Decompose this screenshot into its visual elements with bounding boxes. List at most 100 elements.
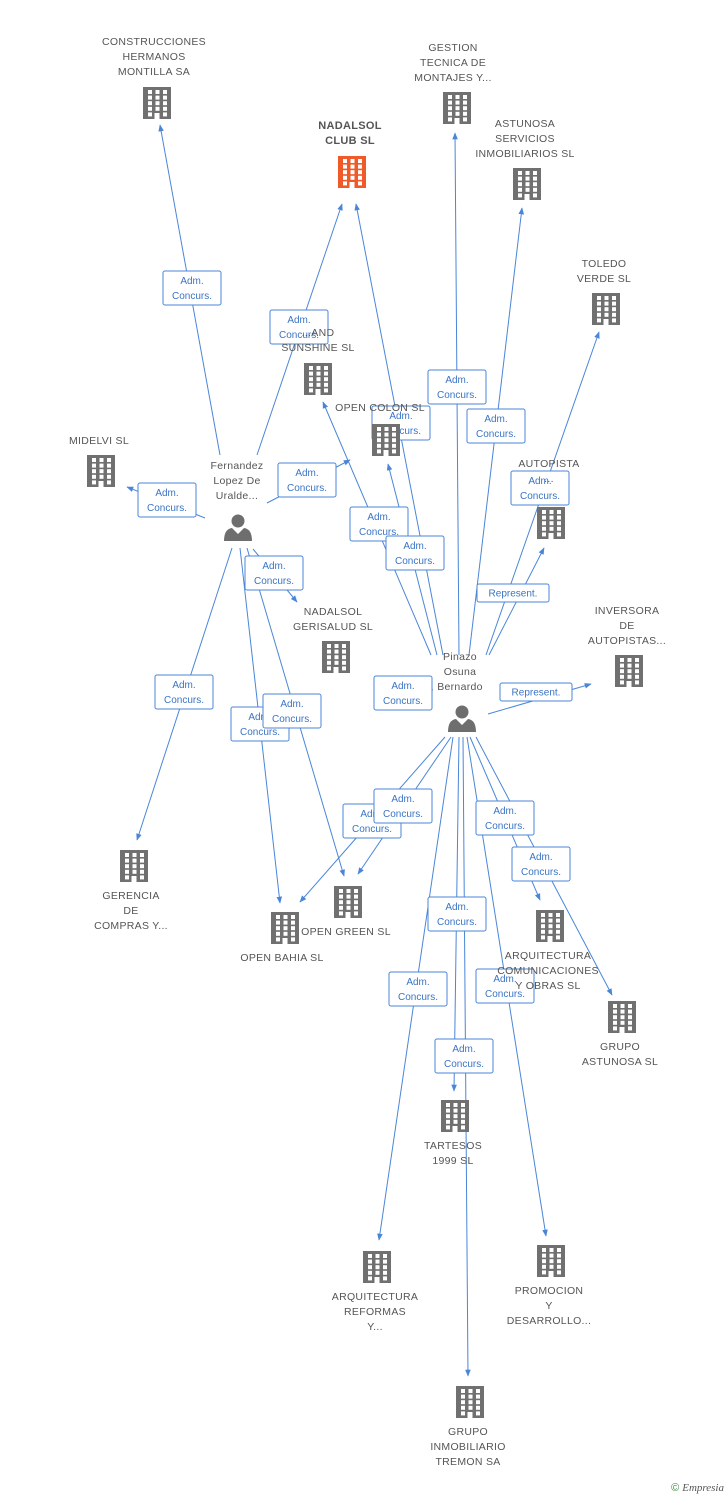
relation-text: Adm. [280, 699, 303, 710]
building-icon [271, 912, 299, 944]
relation-label-pinazo-astun[interactable]: Adm. Concurs. [466, 408, 526, 444]
relation-label-pinazo-green[interactable]: Adm.Concurs. [373, 788, 433, 824]
building-icon [363, 1251, 391, 1283]
relation-text: Concurs. [147, 503, 187, 514]
node-label: DE [123, 905, 138, 917]
relation-text: Concurs. [272, 714, 312, 725]
relation-label-fernandez-gerisalud[interactable]: Adm.Concurs. [244, 555, 304, 591]
node-sunshine[interactable]: ...AND SUNSHINE SL [281, 327, 354, 395]
footer-brand[interactable]: ©Empresia [671, 1482, 724, 1494]
relation-label-pinazo-toledo[interactable]: Adm.Concurs. [510, 470, 570, 506]
relation-label-pinazo-tremon[interactable]: Adm. Concurs. [434, 1038, 494, 1074]
relation-text: Adm. [493, 806, 516, 817]
node-label: Y... [367, 1321, 383, 1333]
relation-label-pinazo-grupoast[interactable]: Adm.Concurs. [511, 846, 571, 882]
node-label: GRUPO [448, 1426, 488, 1438]
relation-text: Adm. [445, 902, 468, 913]
node-promo[interactable]: PROMOCIONYDESARROLLO... [507, 1245, 591, 1327]
node-label: NADALSOL [304, 606, 362, 618]
relation-label-pinazo-gerisalud[interactable]: Adm.Concurs. [373, 675, 433, 711]
node-label: Fernandez [211, 460, 264, 472]
node-label: TARTESOS [424, 1140, 482, 1152]
node-label: INMOBILIARIO [430, 1441, 505, 1453]
node-midelvi[interactable]: MIDELVI SL [69, 435, 129, 487]
node-label: SUNSHINE SL [281, 342, 354, 354]
node-label: MIDELVI SL [69, 435, 129, 447]
building-icon [120, 850, 148, 882]
relation-text: Concurs. [254, 576, 294, 587]
relation-text: Concurs. [485, 821, 525, 832]
relation-label-pinazo-arqcom[interactable]: Adm. Concurs. [475, 800, 535, 836]
relation-box [262, 693, 322, 729]
node-label: REFORMAS [344, 1306, 406, 1318]
node-colon[interactable]: OPEN COLON SL [335, 402, 425, 456]
relation-text: Concurs. [240, 727, 280, 738]
relation-text: Adm. [484, 414, 507, 425]
relation-label-fernandez-midelvi[interactable]: Adm. Concurs. [137, 482, 197, 518]
relation-label-pinazo-promo[interactable]: Adm.Concurs. [475, 968, 535, 1004]
building-icon [372, 424, 400, 456]
node-label: Osuna [444, 666, 476, 678]
relation-label-fernandez-green[interactable]: Adm. Concurs. [262, 693, 322, 729]
building-icon [615, 655, 643, 687]
relation-label-pinazo-tartesos[interactable]: Adm.Concurs. [427, 896, 487, 932]
relation-text: Concurs. [381, 426, 421, 437]
node-label: INMOBILIARIOS SL [475, 148, 574, 160]
relation-label-fernandez-nadal[interactable]: Adm. Concurs. [269, 309, 329, 345]
node-bahia[interactable]: OPEN BAHIA SL [240, 912, 323, 964]
relation-text: Adm. [155, 488, 178, 499]
relation-text: Concurs. [476, 429, 516, 440]
relation-box [434, 1038, 494, 1074]
node-green[interactable]: OPEN GREEN SL [301, 886, 391, 938]
relation-label-pinazo-colon[interactable]: Adm.Concurs. [385, 535, 445, 571]
relation-label-fernandez-colon[interactable]: Adm.Concurs. [277, 462, 337, 498]
node-label: COMUNICACIONES [497, 965, 599, 977]
relation-text: Concurs. [172, 291, 212, 302]
relation-label-pinazo-sunshine[interactable]: Adm.Concurs. [349, 506, 409, 542]
relation-label-pinazo-autop[interactable]: Represent. [476, 583, 550, 603]
relation-text: Adm. [389, 411, 412, 422]
relation-box [388, 971, 448, 1007]
node-autop[interactable]: AUTOPISTA... [518, 458, 579, 539]
building-icon [456, 1386, 484, 1418]
relation-text: Concurs. [279, 330, 319, 341]
building-icon [304, 363, 332, 395]
relation-label-fernandez-cons[interactable]: Adm.Concurs. [162, 270, 222, 306]
node-label: TECNICA DE [420, 57, 486, 69]
relation-text: Concurs. [383, 696, 423, 707]
node-arqref[interactable]: ARQUITECTURAREFORMASY... [332, 1251, 418, 1333]
node-inversora[interactable]: INVERSORADEAUTOPISTAS... [588, 605, 666, 687]
relation-label-pinazo-gest[interactable]: Adm.Concurs. [427, 369, 487, 405]
relation-text: Adm. [445, 375, 468, 386]
node-label: CONSTRUCCIONES [102, 36, 206, 48]
node-label: ASTUNOSA SL [582, 1056, 658, 1068]
relation-label-pinazo-inversora[interactable]: Represent. [499, 682, 573, 702]
relation-text: Concurs. [395, 556, 435, 567]
relation-text: Adm. [287, 315, 310, 326]
relation-box [269, 309, 329, 345]
node-label: SERVICIOS [495, 133, 555, 145]
relation-text: Concurs. [444, 1059, 484, 1070]
relation-label-fernandez-gerencia[interactable]: Adm.Concurs. [154, 674, 214, 710]
node-label: ...AND [302, 327, 335, 339]
relation-box [162, 270, 222, 306]
relation-text: Adm. [452, 1044, 475, 1055]
relation-text: Adm. [360, 809, 383, 820]
relation-label-pinazo-arqref[interactable]: Adm.Concurs. [388, 971, 448, 1007]
node-label: OPEN BAHIA SL [240, 952, 323, 964]
building-icon [143, 87, 171, 119]
